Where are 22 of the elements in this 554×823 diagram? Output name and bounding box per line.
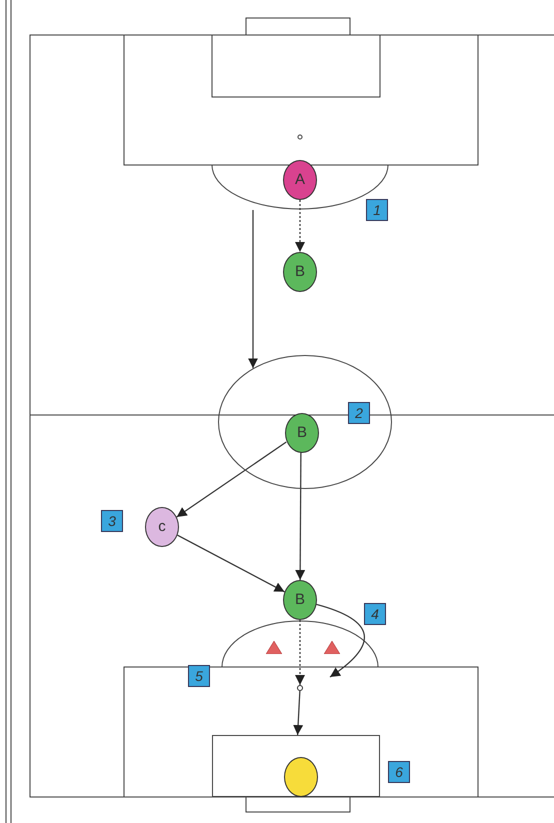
arrow — [295, 452, 306, 580]
player-circle: c — [145, 507, 179, 547]
callout-number: 1 — [366, 199, 388, 221]
player-circle: A — [283, 160, 317, 200]
arrow — [295, 200, 305, 252]
player-circle: B — [283, 580, 317, 620]
arrow — [248, 210, 258, 368]
callout-number: 6 — [388, 761, 410, 783]
penalty-spot — [297, 685, 303, 691]
arrow — [316, 604, 365, 678]
arrow — [176, 442, 287, 518]
arrow — [293, 690, 304, 736]
player-circle: B — [283, 252, 317, 292]
arrow — [177, 534, 285, 592]
callout-number: 4 — [364, 603, 386, 625]
goalkeeper-circle — [284, 757, 318, 797]
goal-area-box — [212, 735, 380, 797]
player-circle: B — [285, 413, 319, 453]
callout-number: 3 — [101, 510, 123, 532]
arrow — [295, 620, 305, 685]
callout-number: 2 — [348, 402, 370, 424]
callout-number: 5 — [188, 665, 210, 687]
